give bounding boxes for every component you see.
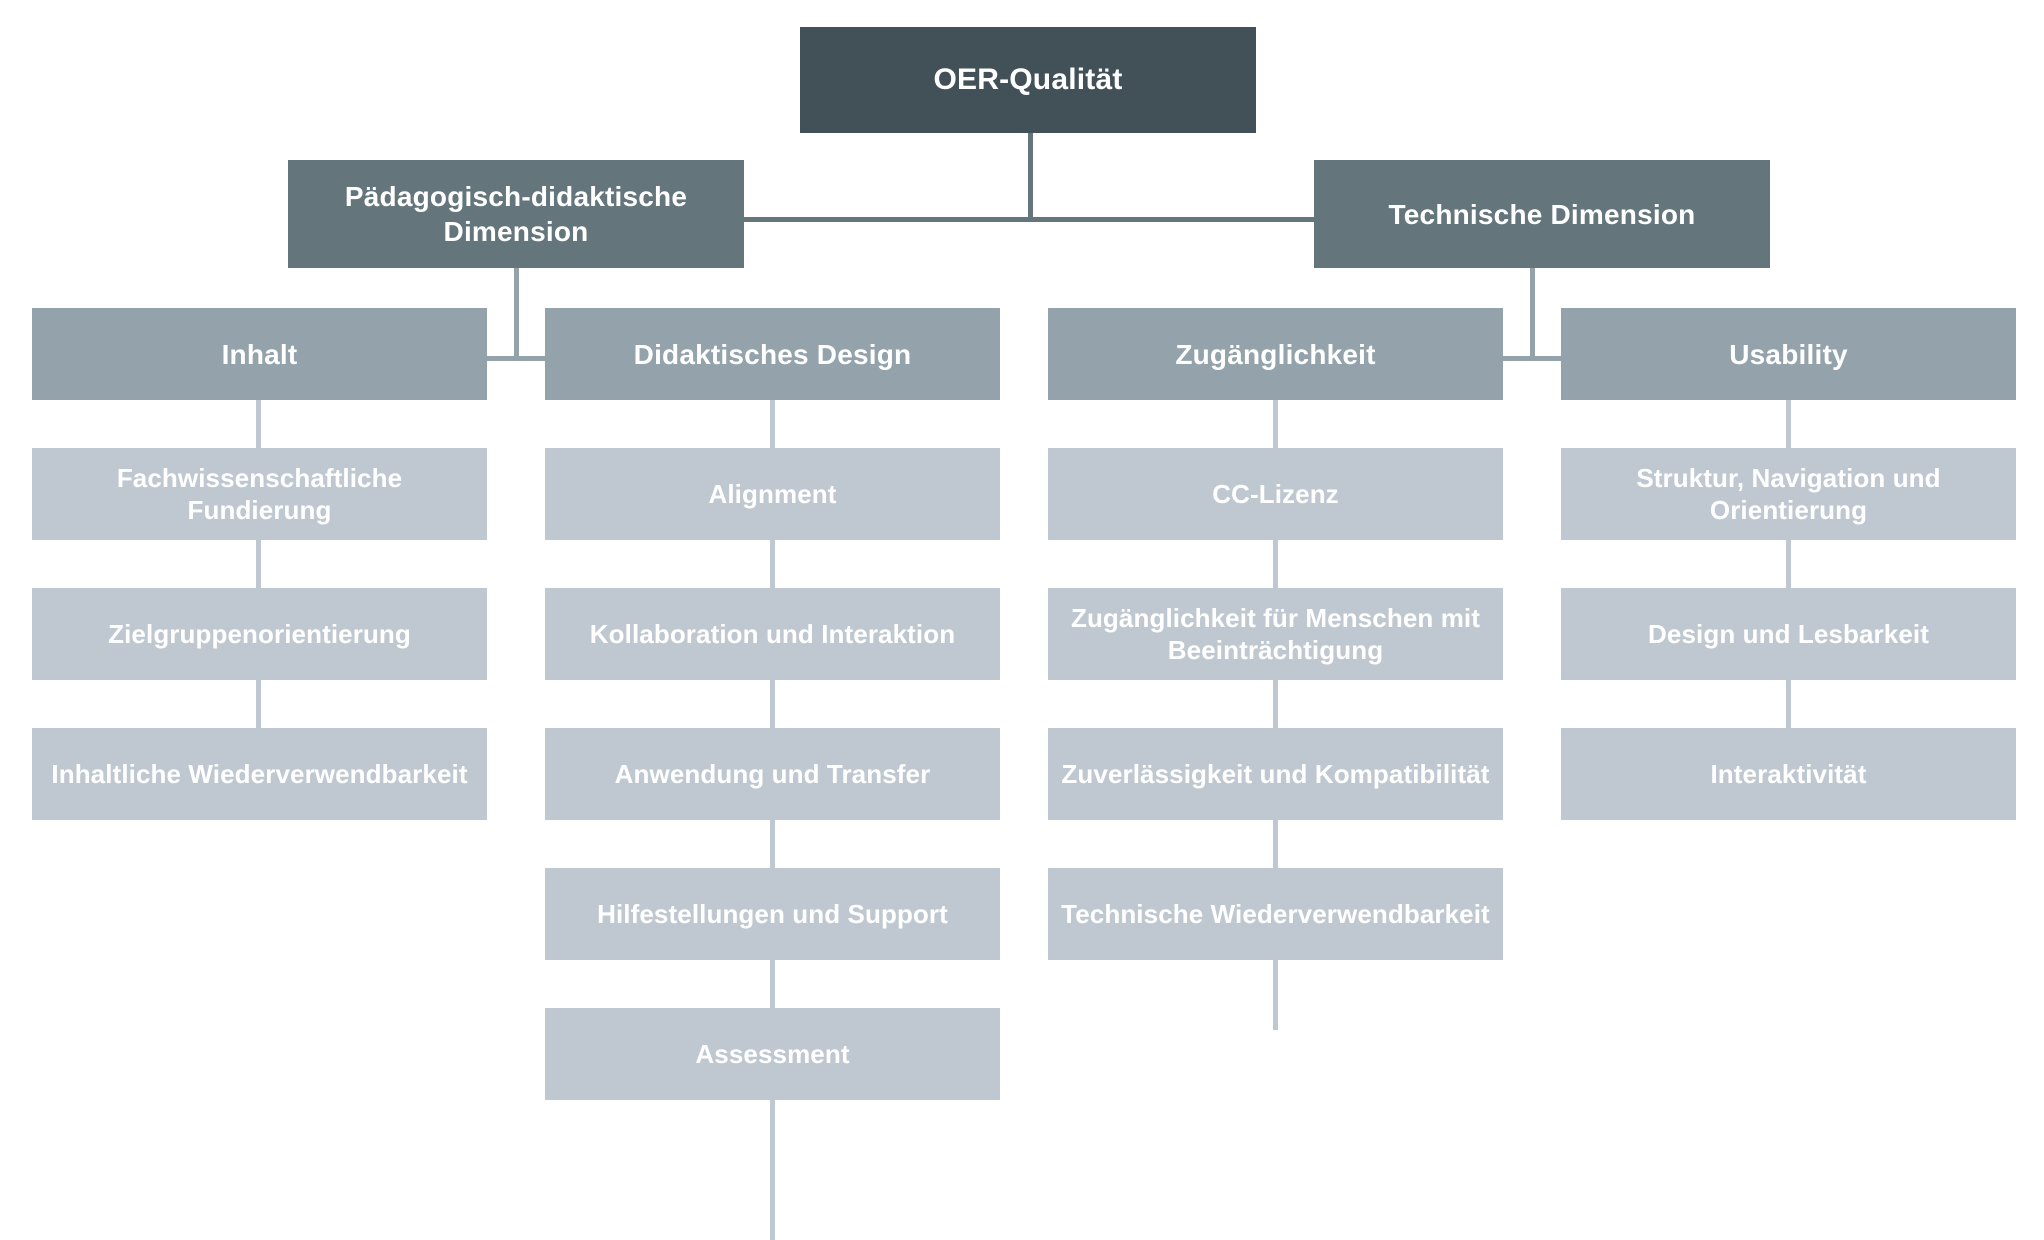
node-zugaenglichkeit-fuer-menschen-mit-beeintraechtigung[interactable]: Zugänglichkeit für Menschen mit Beeinträ… (1048, 588, 1503, 680)
node-inhalt[interactable]: Inhalt (32, 308, 487, 400)
node-zuverlaessigkeit-und-kompatibilitaet[interactable]: Zuverlässigkeit und Kompatibilität (1048, 728, 1503, 820)
node-usability[interactable]: Usability (1561, 308, 2016, 400)
node-inhaltliche-wiederverwendbarkeit[interactable]: Inhaltliche Wiederverwendbarkeit (32, 728, 487, 820)
connector-right-dim-stem (1530, 266, 1535, 361)
connector-right-cat-bus (1274, 356, 1786, 361)
node-hilfestellungen-und-support[interactable]: Hilfestellungen und Support (545, 868, 1000, 960)
node-interaktivitaet[interactable]: Interaktivität (1561, 728, 2016, 820)
node-fachwissenschaftliche-fundierung[interactable]: Fachwissenschaftliche Fundierung (32, 448, 487, 540)
node-anwendung-und-transfer[interactable]: Anwendung und Transfer (545, 728, 1000, 820)
connector-col2-spine (770, 400, 775, 1240)
node-oer-qualitaet[interactable]: OER-Qualität (800, 27, 1256, 133)
node-alignment[interactable]: Alignment (545, 448, 1000, 540)
node-paedagogisch-didaktische-dimension[interactable]: Pädagogisch-didaktische Dimension (288, 160, 744, 268)
connector-root-stem (1028, 131, 1033, 221)
node-cc-lizenz[interactable]: CC-Lizenz (1048, 448, 1503, 540)
node-didaktisches-design[interactable]: Didaktisches Design (545, 308, 1000, 400)
connector-col3-spine (1273, 400, 1278, 1030)
node-kollaboration-und-interaktion[interactable]: Kollaboration und Interaktion (545, 588, 1000, 680)
node-assessment[interactable]: Assessment (545, 1008, 1000, 1100)
connector-left-cat-bus (258, 356, 770, 361)
node-zielgruppenorientierung[interactable]: Zielgruppenorientierung (32, 588, 487, 680)
node-technische-dimension[interactable]: Technische Dimension (1314, 160, 1770, 268)
node-zugaenglichkeit[interactable]: Zugänglichkeit (1048, 308, 1503, 400)
node-struktur-navigation-und-orientierung[interactable]: Struktur, Navigation und Orientierung (1561, 448, 2016, 540)
node-technische-wiederverwendbarkeit[interactable]: Technische Wiederverwendbarkeit (1048, 868, 1503, 960)
connector-left-dim-stem (514, 266, 519, 361)
connector-dimension-bus-right (1028, 217, 1318, 222)
org-chart-canvas: OER-Qualität Pädagogisch-didaktische Dim… (32, 27, 2016, 1240)
node-design-und-lesbarkeit[interactable]: Design und Lesbarkeit (1561, 588, 2016, 680)
